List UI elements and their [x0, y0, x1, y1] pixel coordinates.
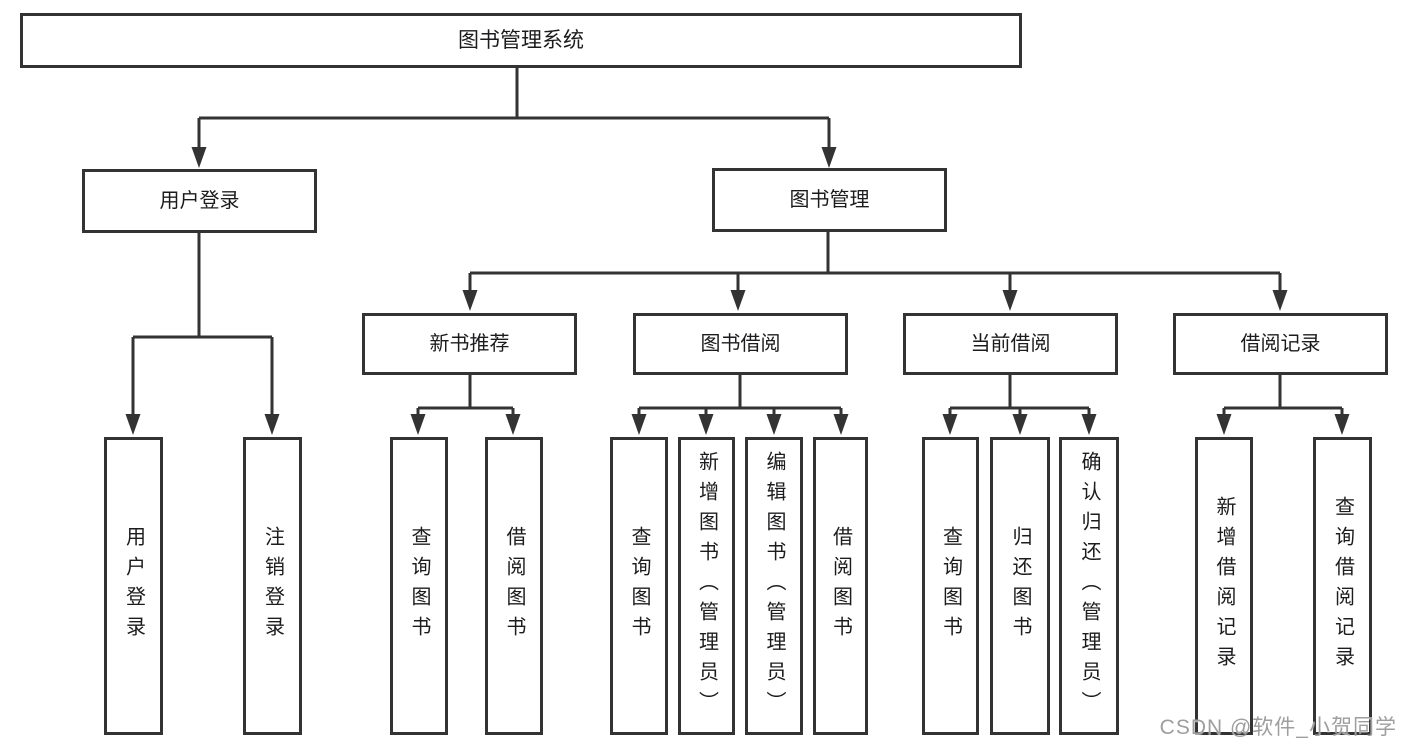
node-label: 查询图书 [628, 526, 650, 646]
node-label: 新增借阅记录 [1213, 496, 1235, 676]
leaf-borrow-books: 借阅图书 [813, 437, 868, 735]
node-label: 新书推荐 [429, 333, 510, 355]
node-book-borrowing: 图书借阅 [633, 313, 848, 375]
leaf-logout: 注销登录 [243, 437, 302, 735]
node-label: 用户登录 [122, 526, 145, 646]
node-label: 注销登录 [261, 526, 284, 646]
leaf-confirm-return-admin: 确认归还（管理员） [1059, 437, 1119, 735]
node-label: 编辑图书（管理员） [763, 451, 785, 721]
node-label: 借阅图书 [829, 526, 852, 646]
node-label: 新增图书（管理员） [695, 451, 718, 721]
leaf-query-books-recommend: 查询图书 [390, 437, 448, 735]
node-label: 图书管理 [789, 189, 870, 211]
node-label: 查询借阅记录 [1331, 496, 1354, 676]
csdn-watermark: CSDN @软件_小贺同学 [1159, 716, 1397, 739]
node-borrowing-records: 借阅记录 [1173, 313, 1388, 375]
node-label: 查询图书 [408, 526, 430, 646]
node-new-book-recommend: 新书推荐 [362, 313, 577, 375]
node-label: 确认归还（管理员） [1078, 451, 1100, 721]
node-label: 图书管理系统 [458, 29, 584, 52]
node-library-management-system: 图书管理系统 [20, 13, 1022, 68]
leaf-return-books: 归还图书 [990, 437, 1050, 735]
leaf-query-books-borrowing: 查询图书 [610, 437, 668, 735]
leaf-edit-books-admin: 编辑图书（管理员） [745, 437, 803, 735]
leaf-add-books-admin: 新增图书（管理员） [678, 437, 735, 735]
node-label: 图书借阅 [700, 333, 781, 355]
node-label: 借阅图书 [503, 526, 525, 646]
leaf-query-books-current: 查询图书 [922, 437, 979, 735]
node-user-login-group: 用户登录 [82, 169, 317, 233]
leaf-query-borrow-record: 查询借阅记录 [1313, 437, 1372, 735]
leaf-add-borrow-record: 新增借阅记录 [1195, 437, 1253, 735]
node-label: 查询图书 [939, 526, 962, 646]
node-label: 归还图书 [1009, 526, 1031, 646]
leaf-borrow-books-recommend: 借阅图书 [485, 437, 543, 735]
node-book-management: 图书管理 [712, 168, 947, 232]
node-label: 借阅记录 [1240, 333, 1321, 355]
node-current-borrowing: 当前借阅 [903, 313, 1118, 375]
leaf-user-login: 用户登录 [104, 437, 163, 735]
node-label: 当前借阅 [970, 333, 1051, 355]
node-label: 用户登录 [159, 190, 240, 212]
